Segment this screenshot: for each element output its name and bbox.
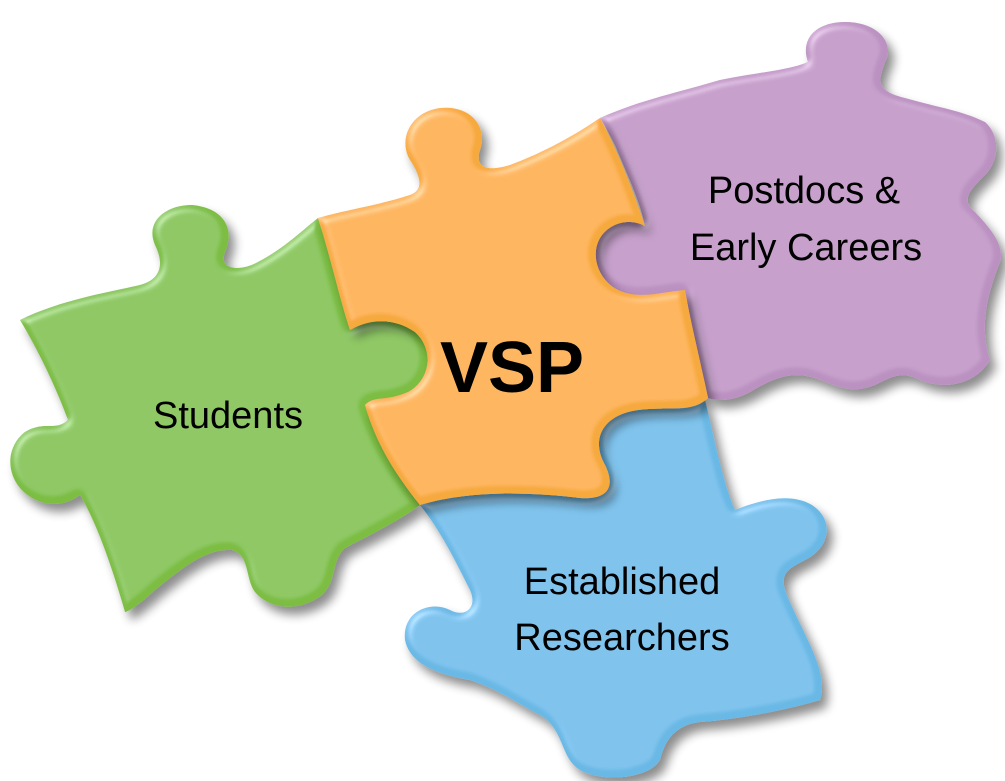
- piece-postdocs-shape: [595, 22, 1001, 400]
- students-label: Students: [153, 395, 303, 437]
- piece-vsp-shape: [318, 107, 708, 505]
- piece-postdocs: [595, 22, 1001, 400]
- vsp-label: VSP: [440, 328, 584, 408]
- postdocs-label-line-2: Early Careers: [690, 227, 922, 269]
- researchers-label-line-2: Researchers: [514, 617, 729, 659]
- piece-researchers: [404, 400, 827, 778]
- postdocs-label-line-1: Postdocs &: [708, 170, 900, 212]
- piece-students-shape: [10, 205, 428, 612]
- researchers-label-line-1: Established: [524, 561, 720, 603]
- piece-vsp: [318, 107, 708, 505]
- piece-researchers-shape: [404, 400, 827, 778]
- piece-students: [10, 205, 428, 612]
